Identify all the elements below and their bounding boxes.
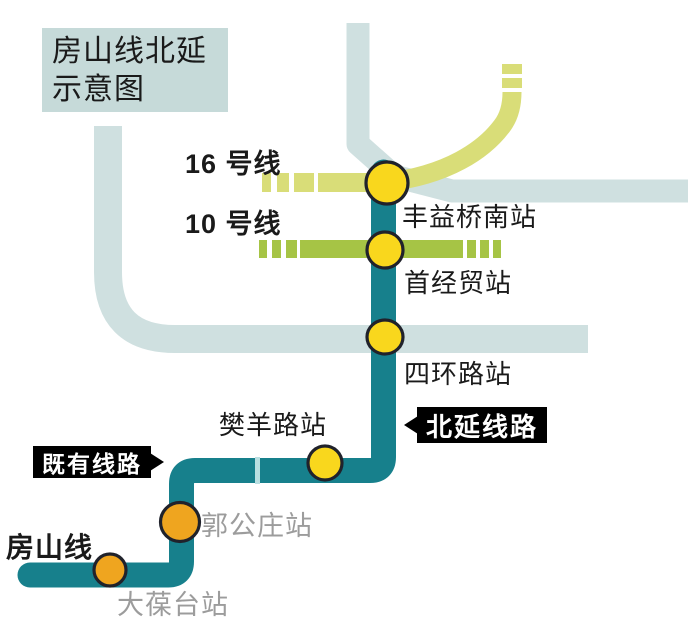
line16-north-dashes [502, 64, 522, 88]
north-extension-tag: 北延线路 [404, 407, 548, 443]
map-title-box: 房山线北延 示意图 [42, 28, 228, 112]
line-dash [502, 78, 522, 88]
station-marker-dabaotai [92, 552, 128, 588]
station-marker-fanyanglu [306, 444, 344, 482]
line10-east-dashes [467, 240, 501, 258]
line-segment-seam [255, 457, 260, 484]
line16-west-dashes [262, 173, 314, 192]
line-dash [277, 173, 289, 192]
station-label-dabaotai: 大葆台站 [117, 590, 229, 620]
station-marker-fengyiqiao-south [364, 160, 410, 206]
line10-label: 10 号线 [185, 209, 282, 239]
station-label-fengyiqiao-south: 丰益桥南站 [402, 202, 538, 232]
line-dash [480, 240, 489, 258]
station-label-sihuanlu: 四环路站 [404, 359, 513, 389]
line-dash [272, 240, 281, 258]
map-title-line2: 示意图 [52, 73, 145, 106]
fangshan-line-path [17, 159, 396, 588]
line16-label: 16 号线 [185, 149, 282, 179]
existing-line-tag-label: 既有线路 [42, 451, 142, 477]
station-marker-shoujingmao [365, 230, 405, 270]
station-label-shoujingmao: 首经贸站 [404, 268, 513, 298]
station-marker-sihuanlu [365, 318, 405, 356]
map-title-line1: 房山线北延 [52, 35, 207, 68]
north-extension-tag-label: 北延线路 [426, 411, 539, 442]
pale-road-left-curve-path [94, 126, 588, 353]
line-dash [502, 64, 522, 74]
right-arrow-icon [150, 453, 164, 471]
station-label-guogongzhuang: 郭公庄站 [201, 511, 313, 541]
line-dash [262, 173, 271, 192]
line-dash [467, 240, 476, 258]
fangshan-line-label: 房山线 [6, 532, 94, 563]
line-dash [294, 173, 314, 192]
line16-main-path [318, 91, 522, 192]
station-marker-guogongzhuang [158, 500, 202, 544]
line-dash [493, 240, 501, 258]
line10-west-dashes [259, 240, 297, 258]
line-dash [286, 240, 297, 258]
pale-road-top-diagonal-path [346, 23, 688, 203]
existing-line-tag: 既有线路 [33, 446, 164, 478]
station-label-fanyanglu: 樊羊路站 [219, 410, 328, 440]
left-arrow-icon [404, 416, 418, 434]
line-dash [259, 240, 267, 258]
